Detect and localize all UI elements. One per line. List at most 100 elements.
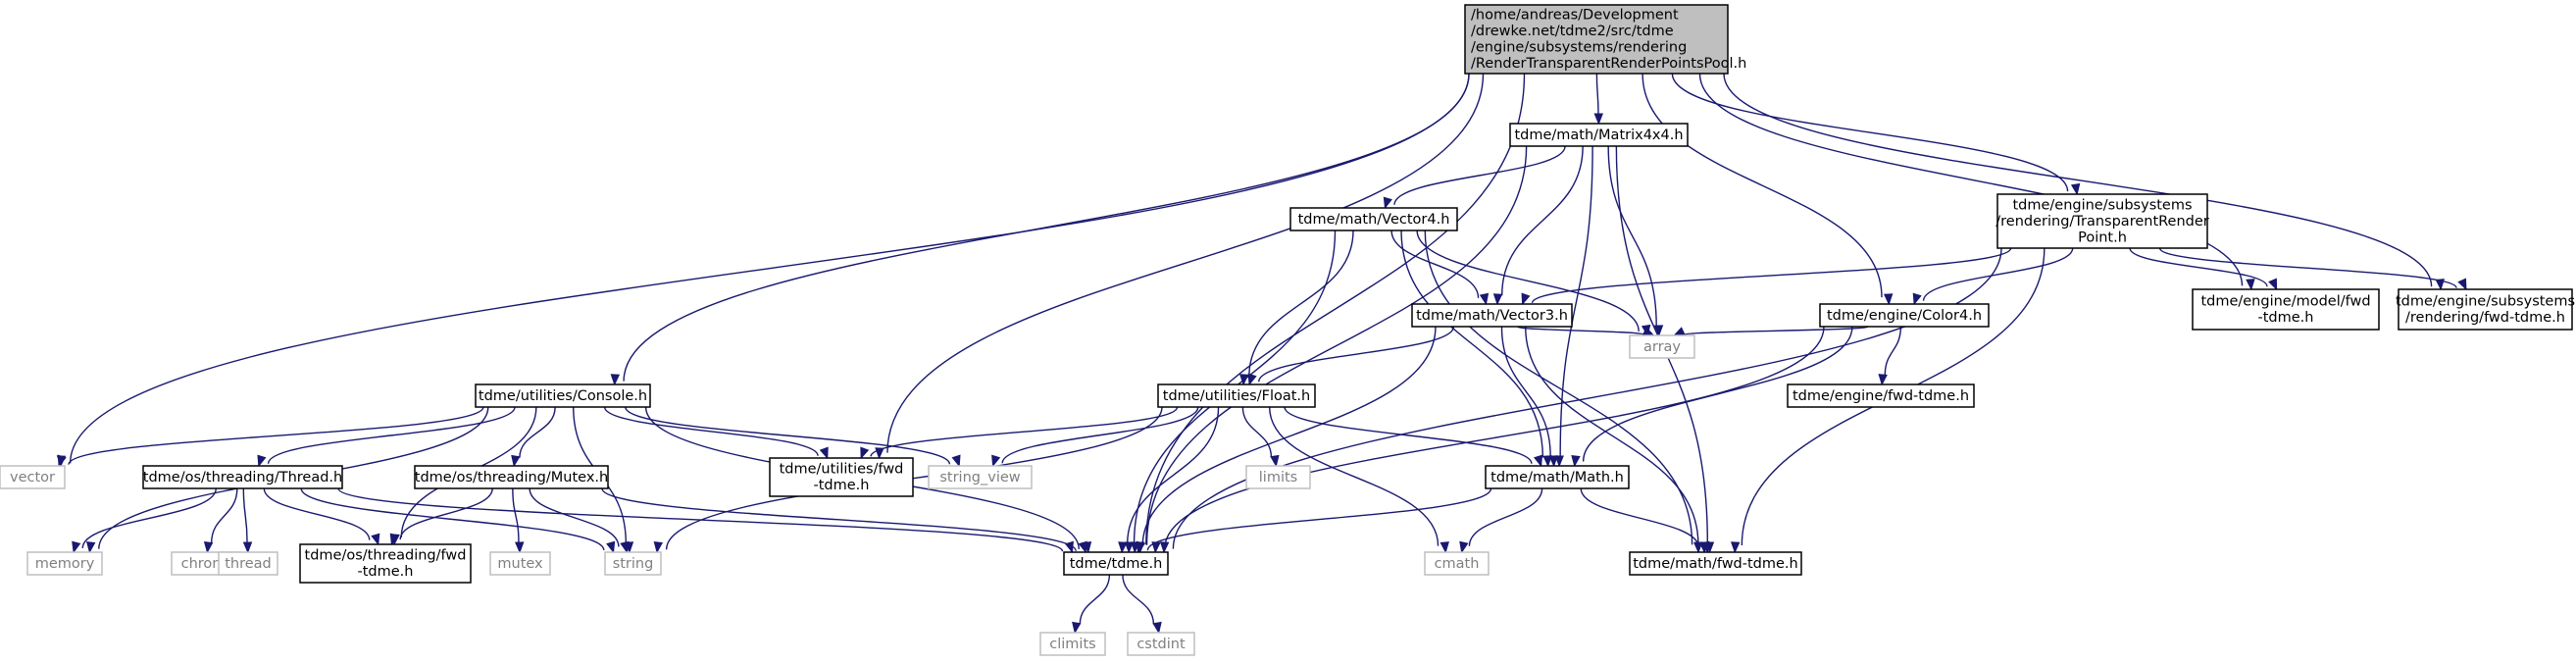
edge-thread_h-to-threading_fwd [263, 487, 380, 546]
edge-arrowhead [515, 541, 525, 554]
edge-line [69, 73, 1470, 464]
edge-arrowhead [1440, 541, 1449, 554]
edge-line [1607, 145, 1657, 327]
edge-line [529, 487, 620, 547]
node-utilities-fwd[interactable]: tdme/utilities/fwd-tdme.h [769, 457, 914, 497]
node-tdme-h[interactable]: tdme/tdme.h [1063, 551, 1169, 576]
node-threading-fwd[interactable]: tdme/os/threading/fwd-tdme.h [299, 543, 472, 584]
edge-vector3-to-float [1247, 326, 1455, 386]
node-label-line: /RenderTransparentRenderPointsPool.h [1471, 56, 1746, 72]
node-math-h[interactable]: tdme/math/Math.h [1485, 465, 1630, 489]
edge-arrowhead [1730, 541, 1741, 554]
node-label-line: tdme/engine/subsystems [2396, 294, 2575, 310]
node-vector4[interactable]: tdme/math/Vector4.h [1289, 207, 1458, 231]
node-root[interactable]: /home/andreas/Development/drewke.net/tdm… [1464, 4, 1746, 75]
edge-line [1284, 406, 1533, 464]
edge-arrowhead [257, 454, 267, 468]
edge-color4-to-tdme_h [1151, 326, 1825, 554]
edge-line [1126, 406, 1220, 544]
edge-color4-to-array [1673, 326, 1869, 336]
edge-float-to-limits [1241, 406, 1280, 468]
edge-line [1416, 230, 1640, 332]
edge-float-to-utilities_fwd [860, 406, 1179, 460]
node-box [928, 465, 1033, 489]
edge-matrix4x4-to-vector3 [1492, 145, 1584, 306]
node-box [1039, 632, 1106, 656]
node-label-line: -tdme.h [2258, 310, 2314, 326]
edge-line [1145, 73, 1526, 545]
node-mutex-h[interactable]: tdme/os/threading/Mutex.h [414, 465, 609, 489]
edge-line [1698, 73, 2244, 286]
node-box [1629, 551, 1802, 576]
node-label-line: array [1643, 339, 1681, 355]
edge-float-to-math_h [1284, 406, 1543, 468]
node-box [1157, 383, 1316, 408]
edge-thread_h-to-string [300, 487, 616, 554]
edge-matrix4x4-to-vector4 [1383, 145, 1566, 210]
edge-arrowhead [1383, 196, 1392, 210]
edge-line [68, 406, 484, 465]
edge-arrowhead [1548, 455, 1558, 468]
edge-mutex_h-to-string [529, 487, 630, 554]
edge-arrowhead [1878, 374, 1888, 386]
edge-line [1257, 326, 1455, 383]
node-box [769, 457, 914, 497]
node-mutex: mutex [489, 551, 551, 576]
edge-tdme_h-to-climits [1072, 574, 1111, 635]
edge-arrowhead [1064, 540, 1074, 554]
edge-line [1922, 247, 2074, 301]
node-label-line: Point.h [2078, 230, 2127, 245]
edge-mutex_h-to-mutex [512, 487, 525, 554]
node-box [414, 465, 609, 489]
node-box [218, 551, 278, 576]
edge-arrowhead [72, 540, 81, 554]
node-label-line: chrono [181, 556, 230, 572]
edge-line [1163, 326, 1825, 549]
node-box [475, 383, 651, 408]
node-model-fwd[interactable]: tdme/engine/model/fwd-tdme.h [2192, 288, 2380, 331]
node-thread-h[interactable]: tdme/os/threading/Thread.h [142, 465, 343, 489]
node-label-line: tdme/os/threading/Thread.h [143, 470, 342, 485]
node-box [1411, 303, 1573, 328]
edge-arrowhead [653, 540, 664, 554]
edge-line [1079, 574, 1111, 625]
edge-trp-to-vector3 [1521, 247, 2012, 306]
node-label-line: -tdme.h [814, 478, 870, 493]
node-box [0, 465, 66, 489]
node-engine-fwd[interactable]: tdme/engine/fwd-tdme.h [1787, 383, 1975, 408]
edge-arrowhead [620, 540, 630, 554]
node-box [1629, 334, 1695, 359]
edge-float-to-string [653, 406, 1163, 554]
edge-trp-to-color4 [1912, 247, 2074, 306]
node-float[interactable]: tdme/utilities/Float.h [1157, 383, 1316, 408]
edge-line [1580, 487, 1700, 548]
edge-console-to-mutex_h [511, 406, 556, 468]
edge-arrowhead [1492, 293, 1503, 306]
node-box [142, 465, 343, 489]
edge-line [267, 406, 516, 464]
edge-vector4-to-math_h [1400, 230, 1552, 468]
edge-arrowhead [1136, 540, 1146, 554]
node-label-line: /drewke.net/tdme2/src/tdme [1471, 24, 1674, 39]
node-box [1509, 123, 1689, 147]
edge-line [1393, 145, 1566, 205]
edge-thread_h-to-thread [242, 487, 253, 554]
node-rendering-fwd[interactable]: tdme/engine/subsystems/rendering/fwd-tdm… [2396, 288, 2575, 331]
node-matrix4x4[interactable]: tdme/math/Matrix4x4.h [1509, 123, 1689, 147]
edge-arrowhead [1152, 621, 1162, 635]
edge-line [870, 406, 1179, 457]
edge-matrix4x4-to-array [1607, 145, 1664, 337]
node-console[interactable]: tdme/utilities/Console.h [475, 383, 651, 408]
edge-arrowhead [2457, 278, 2467, 291]
node-vector3[interactable]: tdme/math/Vector3.h [1411, 303, 1573, 328]
edge-arrowhead [85, 540, 96, 554]
node-trp[interactable]: tdme/engine/subsystems/rendering/Transpa… [1995, 193, 2209, 249]
edge-arrowhead [1072, 621, 1082, 635]
node-color4[interactable]: tdme/engine/Color4.h [1819, 303, 1990, 328]
node-math-fwd[interactable]: tdme/math/fwd-tdme.h [1629, 551, 1802, 576]
node-box [1464, 4, 1729, 75]
node-label-line: tdme/math/Math.h [1490, 470, 1624, 485]
edge-line [1500, 326, 1551, 457]
edge-arrowhead [57, 454, 67, 468]
